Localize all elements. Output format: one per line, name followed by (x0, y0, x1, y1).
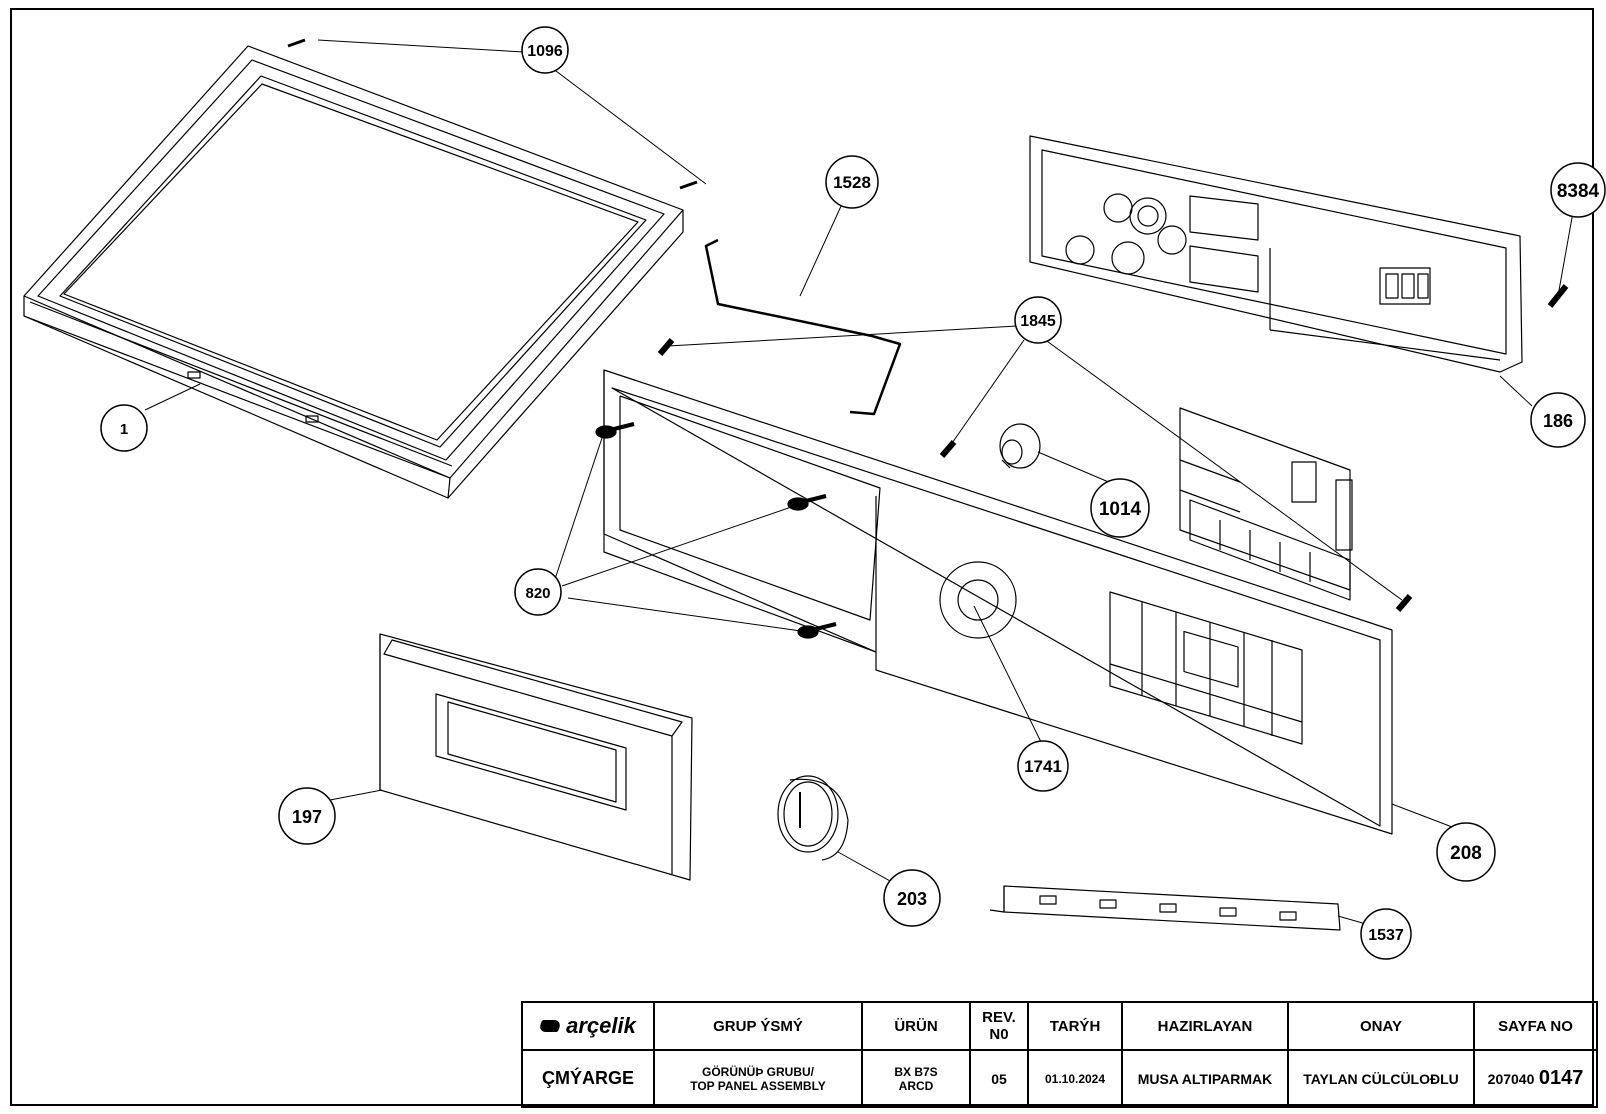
top-lid-part (23, 45, 684, 499)
product-line1: BX B7S (894, 1064, 938, 1079)
logo-mark-icon (537, 1020, 563, 1032)
callout-label: 208 (1450, 843, 1482, 864)
button-module (1179, 407, 1353, 601)
callout-1845: 1845 (1014, 296, 1062, 344)
header-date: TARÝH (1027, 1001, 1123, 1051)
header-prepared-by: HAZIRLAYAN (1121, 1001, 1289, 1051)
callout-bubbles: 1096 1528 8384 1845 186 1 1014 820 (100, 26, 1606, 960)
header-rev-no: REV. N0 (969, 1001, 1029, 1051)
screw-1096 (287, 38, 698, 190)
callout-label: 1096 (527, 43, 563, 60)
rev-no-line1: REV. (982, 1009, 1016, 1026)
callout-label: 1741 (1024, 757, 1062, 776)
page-no-prefix: 207040 (1487, 1071, 1535, 1087)
callout-label: 186 (1543, 411, 1573, 431)
callout-1741: 1741 (1017, 740, 1069, 792)
category-cell: ÇMÝARGE (521, 1049, 655, 1108)
knob-part-1014 (999, 423, 1041, 469)
approval-value: TAYLAN CÜLCÜLOÐLU (1287, 1049, 1475, 1108)
callout-203: 203 (883, 869, 941, 927)
clip-part-820 (595, 422, 837, 639)
callout-820: 820 (514, 568, 562, 616)
leader-lines (144, 39, 1574, 925)
callout-208: 208 (1436, 822, 1496, 882)
callout-label: 1845 (1020, 313, 1056, 330)
callout-8384: 8384 (1550, 162, 1606, 218)
callout-1528: 1528 (825, 155, 879, 209)
page-no-suffix: 0147 (1538, 1067, 1584, 1089)
header-group-name: GRUP ÝSMÝ (653, 1001, 863, 1051)
callout-label: 203 (897, 889, 927, 909)
callout-197: 197 (278, 787, 336, 845)
group-name-line1: GÖRÜNÜÞ GRUBU/ (701, 1064, 814, 1079)
front-panel-part-208 (603, 369, 1393, 835)
rail-part-1537 (989, 885, 1341, 931)
prepared-by-value: MUSA ALTIPARMAK (1121, 1049, 1289, 1108)
rev-no-line2: N0 (989, 1026, 1009, 1043)
product-line2: ARCD (898, 1078, 934, 1093)
callout-label: 820 (525, 585, 550, 602)
callout-label: 1014 (1099, 499, 1142, 520)
knob-part-203 (777, 775, 849, 861)
callout-label: 8384 (1557, 181, 1600, 202)
rev-no-value: 05 (969, 1049, 1029, 1108)
logo-cell: arçelik (521, 1001, 655, 1051)
drawer-front-part-197 (379, 633, 693, 881)
callout-1: 1 (100, 404, 148, 452)
date-value: 01.10.2024 (1027, 1049, 1123, 1108)
logo-text: arçelik (566, 1013, 636, 1038)
product-value: BX B7S ARCD (861, 1049, 971, 1108)
page-no-value: 207040 0147 (1473, 1049, 1598, 1108)
title-block: arçelik GRUP ÝSMÝ ÜRÜN REV. N0 TARÝH HAZ… (521, 1001, 1598, 1108)
group-name-value: GÖRÜNÜÞ GRUBU/ TOP PANEL ASSEMBLY (653, 1049, 863, 1108)
header-product: ÜRÜN (861, 1001, 971, 1051)
brand-logo: arçelik (537, 1013, 636, 1039)
callout-label: 1 (120, 421, 128, 438)
callout-label: 1537 (1368, 927, 1404, 944)
callout-186: 186 (1530, 392, 1586, 448)
screw-1845 (657, 338, 1413, 612)
callout-1537: 1537 (1360, 908, 1412, 960)
callout-1014: 1014 (1090, 478, 1150, 538)
control-board-part-186 (1029, 135, 1523, 373)
group-name-line2: TOP PANEL ASSEMBLY (690, 1078, 826, 1093)
callout-label: 197 (292, 807, 322, 827)
callout-1096: 1096 (521, 26, 569, 74)
callout-label: 1528 (833, 173, 871, 192)
header-page-no: SAYFA NO (1473, 1001, 1598, 1051)
wire-part-1528 (704, 238, 902, 416)
header-approval: ONAY (1287, 1001, 1475, 1051)
